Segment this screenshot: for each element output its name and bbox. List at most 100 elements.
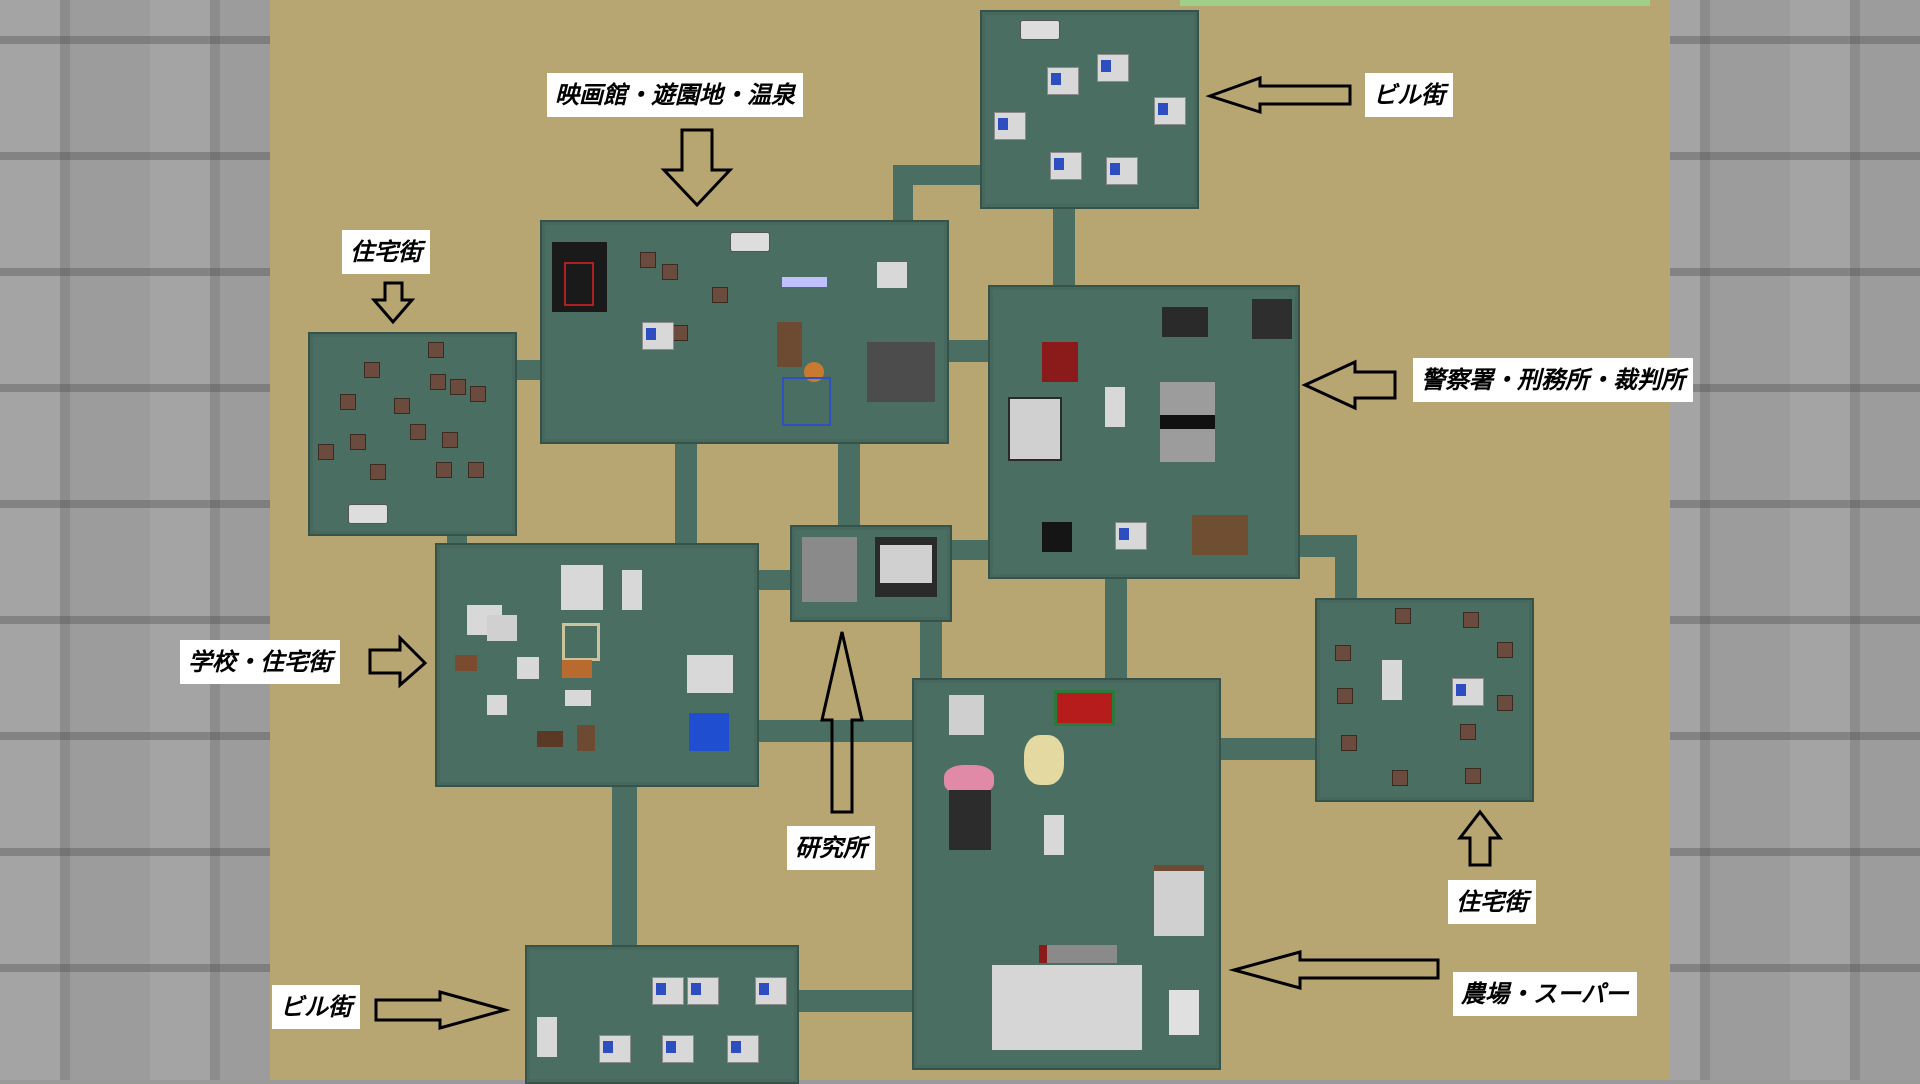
house xyxy=(370,464,386,480)
room-cinema-amusement-onsen xyxy=(540,220,949,444)
cinema-sign xyxy=(564,262,594,306)
arrow-left-icon xyxy=(1301,359,1397,411)
house xyxy=(436,462,452,478)
house xyxy=(1341,735,1357,751)
building xyxy=(1154,97,1186,125)
label-police-prison-court: 警察署・刑務所・裁判所 xyxy=(1413,358,1693,402)
room-research-lab xyxy=(790,525,952,622)
brown-house xyxy=(577,725,595,751)
corridor xyxy=(920,615,942,680)
building xyxy=(599,1035,631,1063)
tower xyxy=(1382,660,1402,700)
brown-building xyxy=(1192,515,1248,555)
cinema-building xyxy=(552,242,607,312)
gray-building xyxy=(802,537,857,602)
room-farm-supermarket xyxy=(912,678,1221,1070)
house xyxy=(1335,645,1351,661)
black-block xyxy=(1042,522,1072,552)
black-band xyxy=(1160,415,1215,429)
arrow-left-icon xyxy=(1228,950,1440,990)
room-building-district-north xyxy=(980,10,1199,209)
building xyxy=(1452,678,1484,706)
building xyxy=(994,112,1026,140)
corridor xyxy=(838,440,860,525)
school-building xyxy=(561,565,603,610)
orange-block xyxy=(562,660,592,678)
white-block xyxy=(517,657,539,679)
label-residential-east: 住宅街 xyxy=(1448,880,1536,924)
building xyxy=(662,1035,694,1063)
corridor xyxy=(893,165,983,185)
tree xyxy=(712,287,728,303)
building xyxy=(727,1035,759,1063)
shelves xyxy=(1154,865,1204,936)
label-building-district-south: ビル街 xyxy=(272,985,360,1029)
house xyxy=(1460,724,1476,740)
house xyxy=(318,444,334,460)
prison-roof xyxy=(1162,307,1208,337)
building xyxy=(1097,54,1129,82)
court-roof xyxy=(1252,299,1292,339)
house xyxy=(468,462,484,478)
house xyxy=(1497,695,1513,711)
arrow-up-icon xyxy=(1456,809,1504,867)
house xyxy=(430,374,446,390)
tower xyxy=(537,1017,557,1057)
pool xyxy=(689,713,729,751)
arrow-up-icon xyxy=(820,631,864,814)
corridor xyxy=(1053,205,1075,290)
supermarket xyxy=(992,965,1142,1050)
amusement-structure xyxy=(782,377,831,426)
label-residential-west: 住宅街 xyxy=(342,230,430,274)
white-building xyxy=(687,655,733,693)
label-farm-supermarket: 農場・スーパー xyxy=(1453,972,1637,1016)
tree xyxy=(640,252,656,268)
building xyxy=(755,977,787,1005)
house xyxy=(410,424,426,440)
stone-border-right xyxy=(1640,0,1920,1080)
label-school-residential: 学校・住宅街 xyxy=(180,640,340,684)
field xyxy=(562,623,600,661)
stone-border-left xyxy=(0,0,290,1080)
house xyxy=(470,386,486,402)
house xyxy=(442,432,458,448)
brown-structure xyxy=(777,322,802,367)
white-building xyxy=(877,262,907,288)
building xyxy=(687,977,719,1005)
greenhouse xyxy=(1024,735,1064,785)
label-research-lab: 研究所 xyxy=(787,826,875,870)
tree xyxy=(662,264,678,280)
house xyxy=(428,342,444,358)
vehicle xyxy=(1020,20,1060,40)
room-residential-east xyxy=(1315,598,1534,802)
corridor xyxy=(1335,535,1357,600)
corridor xyxy=(1105,570,1127,680)
house xyxy=(450,379,466,395)
police-station xyxy=(1042,342,1078,382)
room-building-district-south xyxy=(525,945,799,1084)
room-school-residential xyxy=(435,543,759,787)
dark-building xyxy=(949,790,991,850)
house xyxy=(1465,768,1481,784)
brown-house xyxy=(537,731,563,747)
building xyxy=(1047,67,1079,95)
house xyxy=(1392,770,1408,786)
corridor xyxy=(675,440,697,545)
white-block xyxy=(487,695,507,715)
school-building xyxy=(487,615,517,641)
amusement-ride xyxy=(782,277,827,287)
house xyxy=(394,398,410,414)
corridor xyxy=(753,570,793,590)
house xyxy=(1395,608,1411,624)
vehicle xyxy=(348,504,388,524)
building xyxy=(1050,152,1082,180)
label-building-district-north: ビル街 xyxy=(1365,73,1453,117)
arrow-right-icon xyxy=(368,634,428,689)
white-building xyxy=(1008,397,1062,461)
arrow-left-icon xyxy=(1205,75,1352,115)
tower xyxy=(622,570,642,610)
building xyxy=(1115,522,1147,550)
room-police-prison-court xyxy=(988,285,1300,579)
house xyxy=(364,362,380,378)
room-residential-west xyxy=(308,332,517,536)
